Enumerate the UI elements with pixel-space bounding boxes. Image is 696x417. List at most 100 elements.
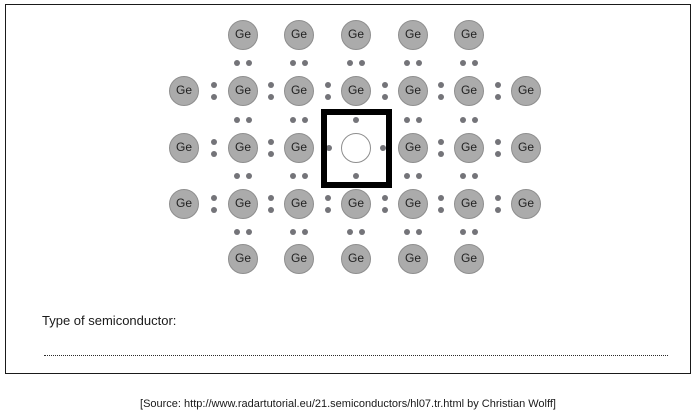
electron-dot — [234, 228, 240, 235]
defect-highlight-box — [321, 109, 392, 188]
germanium-atom: Ge — [341, 76, 371, 106]
germanium-atom: Ge — [398, 244, 428, 274]
electron-dot — [210, 207, 217, 213]
germanium-atom: Ge — [454, 133, 484, 163]
question-label: Type of semiconductor: — [42, 313, 177, 328]
germanium-atom: Ge — [341, 244, 371, 274]
electron-dot — [460, 116, 466, 123]
electron-dot — [210, 139, 217, 145]
electron-dot — [381, 82, 388, 88]
germanium-atom: Ge — [398, 189, 428, 219]
electron-dot — [438, 94, 444, 100]
electron-dot — [494, 151, 501, 157]
germanium-atom: Ge — [454, 189, 484, 219]
electron-dot — [416, 116, 422, 123]
electron-dot — [460, 228, 466, 235]
electron-dot — [290, 228, 296, 235]
electron-dot — [234, 116, 240, 123]
electron-dot — [210, 151, 217, 157]
electron-dot — [381, 94, 388, 100]
electron-dot — [324, 94, 331, 100]
electron-dot — [302, 173, 308, 179]
electron-dot — [472, 228, 478, 235]
electron-dot — [324, 207, 331, 213]
electron-dot — [290, 60, 296, 66]
electron-dot — [234, 173, 240, 179]
germanium-atom: Ge — [454, 76, 484, 106]
electron-dot — [210, 94, 217, 100]
electron-dot — [268, 139, 274, 145]
germanium-atom: Ge — [169, 189, 199, 219]
electron-dot — [268, 94, 274, 100]
electron-dot — [438, 151, 444, 157]
electron-dot — [324, 82, 331, 88]
electron-dot — [347, 60, 353, 66]
electron-dot — [404, 228, 410, 235]
electron-dot — [246, 116, 252, 123]
vacancy-hole-circle — [341, 133, 371, 163]
electron-dot — [416, 60, 422, 66]
germanium-atom: Ge — [228, 20, 258, 50]
electron-dot — [246, 173, 252, 179]
source-attribution: [Source: http://www.radartutorial.eu/21.… — [140, 398, 556, 410]
germanium-atom: Ge — [284, 133, 314, 163]
electron-dot — [302, 116, 308, 123]
germanium-atom: Ge — [228, 133, 258, 163]
electron-dot — [472, 173, 478, 179]
electron-dot — [472, 60, 478, 66]
germanium-atom: Ge — [284, 244, 314, 274]
electron-dot — [324, 195, 331, 201]
electron-dot — [404, 116, 410, 123]
germanium-atom: Ge — [228, 244, 258, 274]
electron-dot — [416, 173, 422, 179]
electron-dot — [210, 82, 217, 88]
electron-dot — [302, 60, 308, 66]
electron-right-of-hole — [380, 145, 386, 151]
germanium-atom: Ge — [454, 244, 484, 274]
electron-dot — [472, 116, 478, 123]
electron-dot — [460, 173, 466, 179]
electron-dot — [290, 116, 296, 123]
electron-dot — [268, 82, 274, 88]
electron-dot — [494, 94, 501, 100]
electron-dot — [210, 195, 217, 201]
germanium-atom: Ge — [454, 20, 484, 50]
germanium-atom: Ge — [284, 76, 314, 106]
germanium-atom: Ge — [341, 189, 371, 219]
electron-dot — [438, 207, 444, 213]
germanium-atom: Ge — [398, 20, 428, 50]
germanium-atom: Ge — [511, 133, 541, 163]
germanium-atom: Ge — [398, 76, 428, 106]
germanium-atom: Ge — [398, 133, 428, 163]
electron-dot — [416, 228, 422, 235]
electron-dot — [246, 60, 252, 66]
electron-dot — [268, 207, 274, 213]
electron-dot — [494, 195, 501, 201]
electron-below-hole — [353, 173, 359, 179]
electron-dot — [381, 195, 388, 201]
electron-dot — [359, 60, 365, 66]
electron-above-hole — [353, 117, 359, 123]
electron-dot — [460, 60, 466, 66]
electron-dot — [438, 195, 444, 201]
electron-dot — [494, 82, 501, 88]
germanium-atom: Ge — [228, 189, 258, 219]
electron-dot — [268, 195, 274, 201]
electron-dot — [290, 173, 296, 179]
electron-dot — [381, 207, 388, 213]
electron-dot — [347, 228, 353, 235]
electron-dot — [234, 60, 240, 66]
germanium-atom: Ge — [169, 76, 199, 106]
electron-dot — [246, 228, 252, 235]
electron-dot — [438, 82, 444, 88]
electron-dot — [302, 228, 308, 235]
answer-blank-line[interactable] — [44, 345, 668, 356]
germanium-atom: Ge — [511, 76, 541, 106]
electron-dot — [268, 151, 274, 157]
electron-dot — [359, 228, 365, 235]
germanium-atom: Ge — [511, 189, 541, 219]
germanium-atom: Ge — [169, 133, 199, 163]
